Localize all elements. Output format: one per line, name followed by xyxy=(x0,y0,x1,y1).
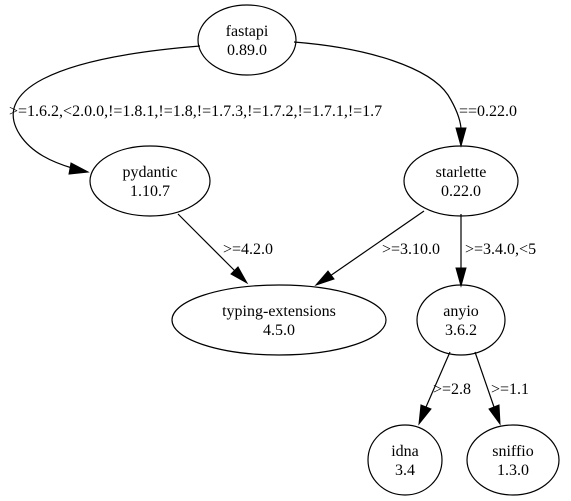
edge-label-anyio-idna: >=2.8 xyxy=(433,381,471,398)
node-typing-extensions-name: typing-extensions xyxy=(222,303,336,320)
edge-starlette-typing-extensions: >=3.10.0 xyxy=(314,210,440,287)
node-pydantic[interactable]: pydantic 1.10.7 xyxy=(89,145,211,217)
edge-label-starlette-typing: >=3.10.0 xyxy=(382,241,440,258)
node-anyio-name: anyio xyxy=(443,303,479,320)
node-fastapi-version: 0.89.0 xyxy=(227,42,267,59)
node-sniffio-name: sniffio xyxy=(492,443,533,460)
node-starlette-version: 0.22.0 xyxy=(441,183,481,200)
node-pydantic-version: 1.10.7 xyxy=(130,183,170,200)
node-anyio-version: 3.6.2 xyxy=(445,322,477,339)
edge-label-fastapi-pydantic: >=1.6.2,<2.0.0,!=1.8.1,!=1.8,!=1.7.3,!=1… xyxy=(9,103,382,120)
edge-starlette-anyio: >=3.4.0,<5 xyxy=(455,214,536,288)
node-idna[interactable]: idna 3.4 xyxy=(367,424,443,496)
edge-fastapi-pydantic: >=1.6.2,<2.0.0,!=1.8.1,!=1.8,!=1.7.3,!=1… xyxy=(9,45,382,175)
node-fastapi-name: fastapi xyxy=(226,23,269,40)
edge-anyio-idna: >=2.8 xyxy=(418,351,471,426)
edge-label-starlette-anyio: >=3.4.0,<5 xyxy=(465,241,536,258)
node-typing-extensions[interactable]: typing-extensions 4.5.0 xyxy=(171,284,387,356)
edge-pydantic-typing-extensions: >=4.2.0 xyxy=(177,213,273,285)
edge-label-pydantic-typing: >=4.2.0 xyxy=(223,241,273,258)
edge-label-fastapi-starlette: ==0.22.0 xyxy=(459,103,517,120)
node-pydantic-name: pydantic xyxy=(122,164,177,181)
edge-fastapi-starlette: ==0.22.0 xyxy=(293,41,517,148)
edge-anyio-sniffio: >=1.1 xyxy=(474,351,529,426)
node-idna-version: 3.4 xyxy=(395,462,415,479)
node-sniffio[interactable]: sniffio 1.3.0 xyxy=(466,424,560,496)
node-fastapi[interactable]: fastapi 0.89.0 xyxy=(197,4,297,76)
node-anyio[interactable]: anyio 3.6.2 xyxy=(416,284,506,356)
node-sniffio-version: 1.3.0 xyxy=(497,462,529,479)
node-starlette[interactable]: starlette 0.22.0 xyxy=(403,145,519,217)
node-idna-name: idna xyxy=(391,443,419,460)
edge-label-anyio-sniffio: >=1.1 xyxy=(491,381,529,398)
node-typing-extensions-version: 4.5.0 xyxy=(263,322,295,339)
node-starlette-name: starlette xyxy=(436,164,487,181)
